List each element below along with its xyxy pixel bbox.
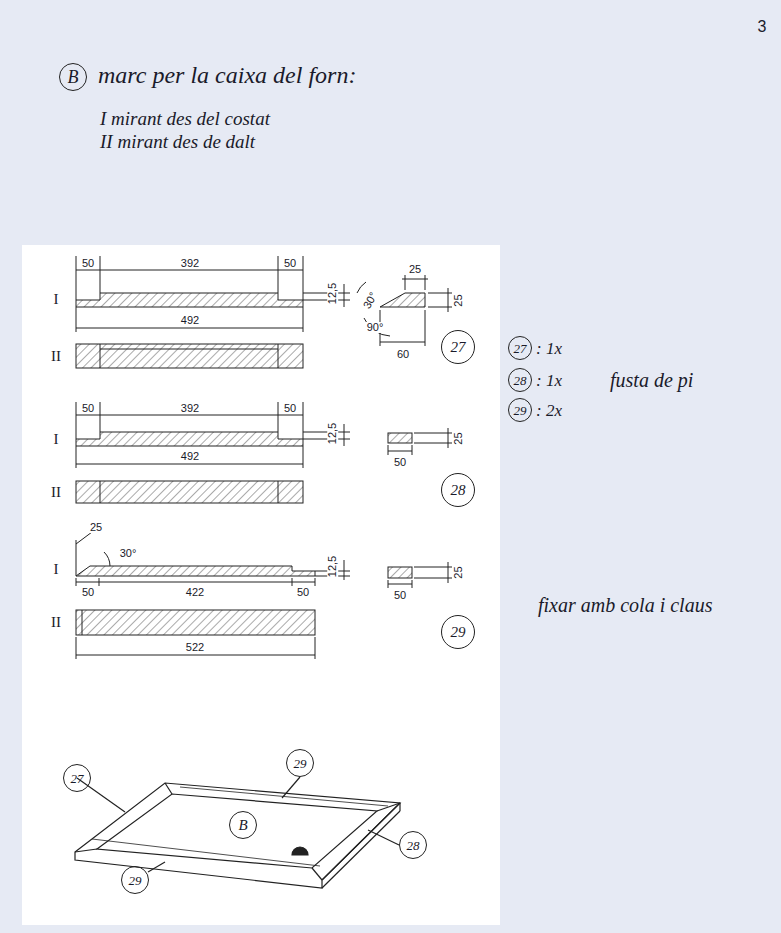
drawing-sheet xyxy=(22,245,500,925)
callout-number: 29 xyxy=(514,404,527,417)
dimension-label: 12,5 xyxy=(327,554,338,577)
callout-circle: 29 xyxy=(441,615,475,649)
callout-circle: 27 xyxy=(508,336,532,360)
dimension-label: 392 xyxy=(180,403,200,414)
dimension-label: 25 xyxy=(408,264,422,275)
view-marker: I xyxy=(54,432,59,447)
frame-isometric xyxy=(75,777,400,888)
dimension-label: 25 xyxy=(89,522,103,533)
callout-circle: 27 xyxy=(63,764,91,792)
part-27 xyxy=(76,256,452,368)
callout-number: B xyxy=(68,68,79,86)
view-note: II mirant des de dalt xyxy=(100,132,255,151)
dimension-label: 25 xyxy=(453,293,464,307)
note: fixar amb cola i claus xyxy=(538,595,712,615)
quantity: : 1x xyxy=(536,372,562,389)
page-number: 3 xyxy=(758,19,767,35)
part-28 xyxy=(76,402,452,503)
note: fusta de pi xyxy=(610,370,693,390)
dimension-label: 50 xyxy=(296,587,310,598)
dimension-label: 522 xyxy=(185,642,205,653)
dimension-label: 50 xyxy=(81,258,95,269)
quantity: : 1x xyxy=(536,340,562,357)
callout-number: B xyxy=(238,818,247,833)
dimension-label: 25 xyxy=(453,431,464,445)
dimension-label: 50 xyxy=(283,258,297,269)
dimension-label: 50 xyxy=(283,403,297,414)
callout-circle: 28 xyxy=(441,473,475,507)
part-29 xyxy=(76,532,452,659)
view-marker: II xyxy=(51,615,61,630)
callout-number: 29 xyxy=(451,625,466,640)
dimension-label: 50 xyxy=(81,403,95,414)
dimension-label: 60 xyxy=(396,349,410,360)
callout-number: 28 xyxy=(451,483,466,498)
title: marc per la caixa del forn: xyxy=(98,63,356,87)
view-marker: II xyxy=(51,485,61,500)
dimension-label: 50 xyxy=(81,587,95,598)
dimension-label: 30° xyxy=(119,548,138,559)
dimension-label: 90° xyxy=(366,322,385,333)
dimension-label: 12,5 xyxy=(327,421,338,444)
callout-number: 27 xyxy=(451,340,466,355)
callout-number: 27 xyxy=(71,772,84,785)
dimension-label: 392 xyxy=(180,258,200,269)
callout-circle: 29 xyxy=(121,866,149,894)
callout-circle: 28 xyxy=(399,831,427,859)
dimension-label: 12,5 xyxy=(327,281,338,304)
callout-number: 28 xyxy=(407,839,420,852)
quantity: : 2x xyxy=(536,402,562,419)
dimension-label: 492 xyxy=(180,315,200,326)
view-note: I mirant des del costat xyxy=(100,109,270,128)
callout-circle: 29 xyxy=(286,749,314,777)
dimension-label: 492 xyxy=(180,451,200,462)
dimension-label: 50 xyxy=(393,590,407,601)
view-marker: II xyxy=(51,349,61,364)
callout-number: 27 xyxy=(514,342,527,355)
callout-number: 29 xyxy=(294,757,307,770)
callout-circle: B xyxy=(59,63,87,91)
dimension-label: 25 xyxy=(453,565,464,579)
callout-number: 29 xyxy=(129,874,142,887)
callout-number: 28 xyxy=(514,374,527,387)
callout-circle: 28 xyxy=(508,368,532,392)
callout-circle: B xyxy=(229,811,257,839)
dimension-label: 422 xyxy=(185,587,205,598)
callout-circle: 29 xyxy=(508,398,532,422)
view-marker: I xyxy=(54,562,59,577)
callout-circle: 27 xyxy=(441,330,475,364)
dimension-label: 50 xyxy=(393,457,407,468)
view-marker: I xyxy=(54,292,59,307)
